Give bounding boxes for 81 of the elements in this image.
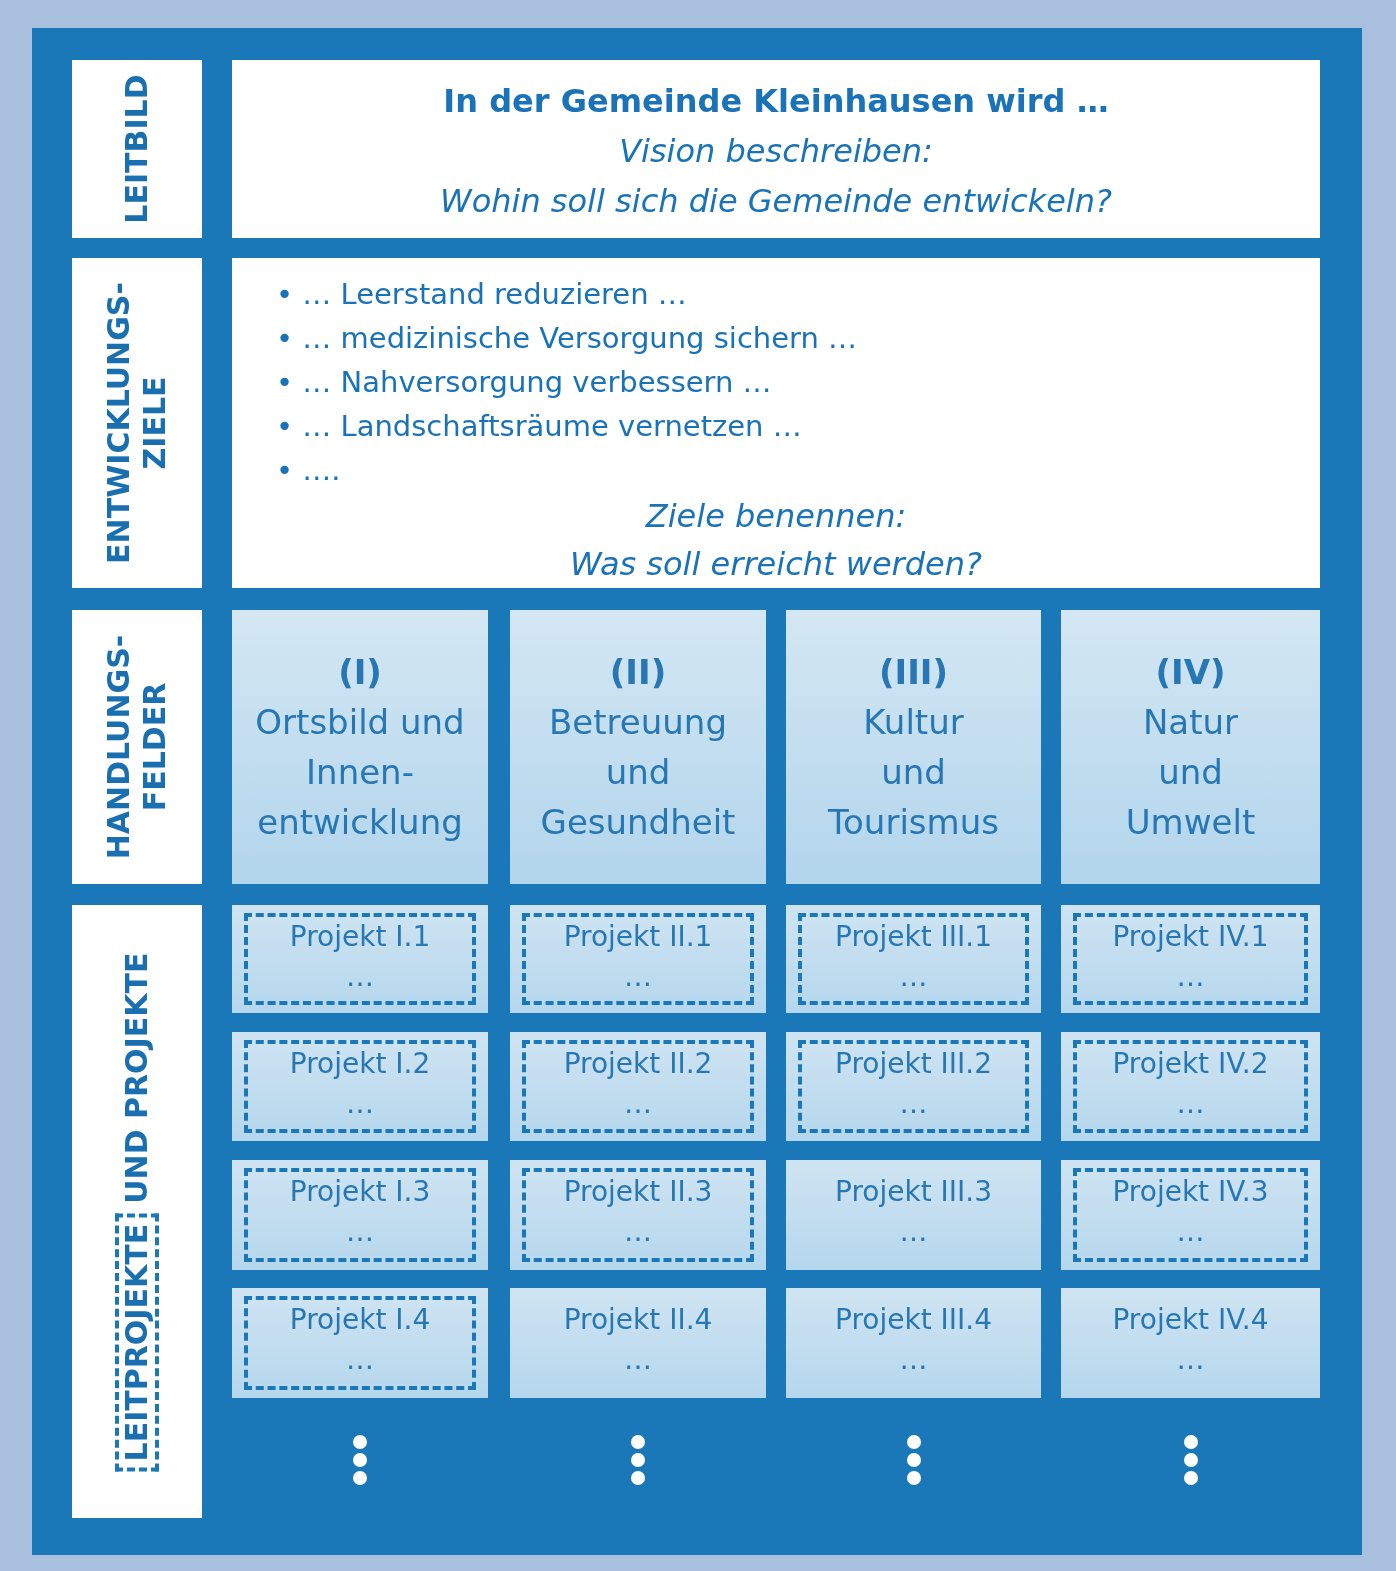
goals-panel [232,258,1320,588]
project-card [510,905,766,1013]
project-card [232,1032,488,1141]
ellipsis-text: … [1175,959,1206,995]
ellipsis-text: … [623,1342,653,1378]
ellipsis-text: … [1175,1214,1206,1250]
action-field-card [510,610,766,884]
project-card [1061,1160,1320,1270]
heading: In der Gemeinde Kleinhausen wird … [442,81,1110,122]
project-card [1061,1032,1320,1141]
roman-numeral: (I) [337,651,383,694]
project-card [786,905,1041,1013]
ellipsis-text: … [1175,1342,1206,1378]
vision-panel [232,60,1320,238]
header-label: UND PROJEKTE [119,952,155,1204]
project-card [232,905,488,1013]
header-label: ENTWICKLUNGS- ZIELE [101,282,173,564]
row-header [72,60,202,238]
ellipsis-text: … [898,959,929,995]
project-title: Projekt IV.1 [1111,919,1270,955]
goal-item: • … Landschaftsräume vernetzen … [276,408,802,445]
ellipsis-text: … [623,1086,653,1122]
goal-item: • … Nahversorgung verbessern … [276,364,772,401]
ellipsis-text: … [1175,1086,1206,1122]
project-title: Projekt I.1 [288,919,432,955]
ellipsis-text: … [898,1214,929,1250]
roman-numeral: (II) [608,651,668,694]
ellipsis-text: … [345,1086,375,1122]
project-title: Projekt II.2 [562,1046,714,1082]
ellipsis-text: … [345,1214,375,1250]
ellipsis-text: … [898,1086,929,1122]
question-text: Vision beschreiben: [618,131,934,172]
ellipsis-text: … [623,959,653,995]
project-title: Projekt IV.4 [1111,1302,1270,1338]
field-title: Natur und Umwelt [1125,701,1256,844]
project-title: Projekt II.4 [562,1302,714,1338]
field-title: Betreuung und Gesundheit [540,701,736,844]
goal-item: • … medizinische Versorgung sichern … [276,320,858,357]
question-text: Was soll erreicht werden? [569,544,983,585]
project-title: Projekt IV.2 [1111,1046,1270,1082]
ellipsis-text: … [898,1342,929,1378]
dashed-highlight-label: LEITPROJEKTE [115,1213,159,1471]
question-text: Ziele benennen: [644,496,908,537]
row-header [72,610,202,884]
action-field-card [1061,610,1320,884]
header-label: LEITBILD [119,74,155,224]
project-title: Projekt I.4 [288,1302,432,1338]
project-title: Projekt III.3 [834,1174,993,1210]
project-title: Projekt III.2 [834,1046,993,1082]
header-label: HANDLUNGS- FELDER [101,634,173,860]
project-card [232,1288,488,1398]
project-card [232,1160,488,1270]
ellipsis-text: … [345,959,375,995]
field-title: Ortsbild und Innen- entwicklung [255,701,465,844]
project-title: Projekt IV.3 [1111,1174,1270,1210]
action-field-card [232,610,488,884]
row-header [72,258,202,588]
row-header [72,905,202,1518]
ellipsis-text: … [623,1214,653,1250]
project-title: Projekt III.1 [834,919,993,955]
project-card [1061,1288,1320,1398]
project-card [510,1032,766,1141]
goal-item: • … Leerstand reduzieren … [276,276,687,313]
action-field-card [786,610,1041,884]
project-title: Projekt I.3 [288,1174,432,1210]
project-card [1061,905,1320,1013]
question-text: Wohin soll sich die Gemeinde entwickeln? [439,181,1113,222]
project-card [510,1288,766,1398]
goal-item: • …. [276,452,341,489]
project-title: Projekt II.1 [562,919,714,955]
project-title: Projekt III.4 [834,1302,993,1338]
project-card [786,1160,1041,1270]
project-title: Projekt II.3 [562,1174,714,1210]
roman-numeral: (III) [878,651,949,694]
project-card [786,1032,1041,1141]
field-title: Kultur und Tourismus [828,701,999,844]
project-title: Projekt I.2 [288,1046,432,1082]
roman-numeral: (IV) [1154,651,1227,694]
project-card [786,1288,1041,1398]
ellipsis-text: … [345,1342,375,1378]
project-card [510,1160,766,1270]
